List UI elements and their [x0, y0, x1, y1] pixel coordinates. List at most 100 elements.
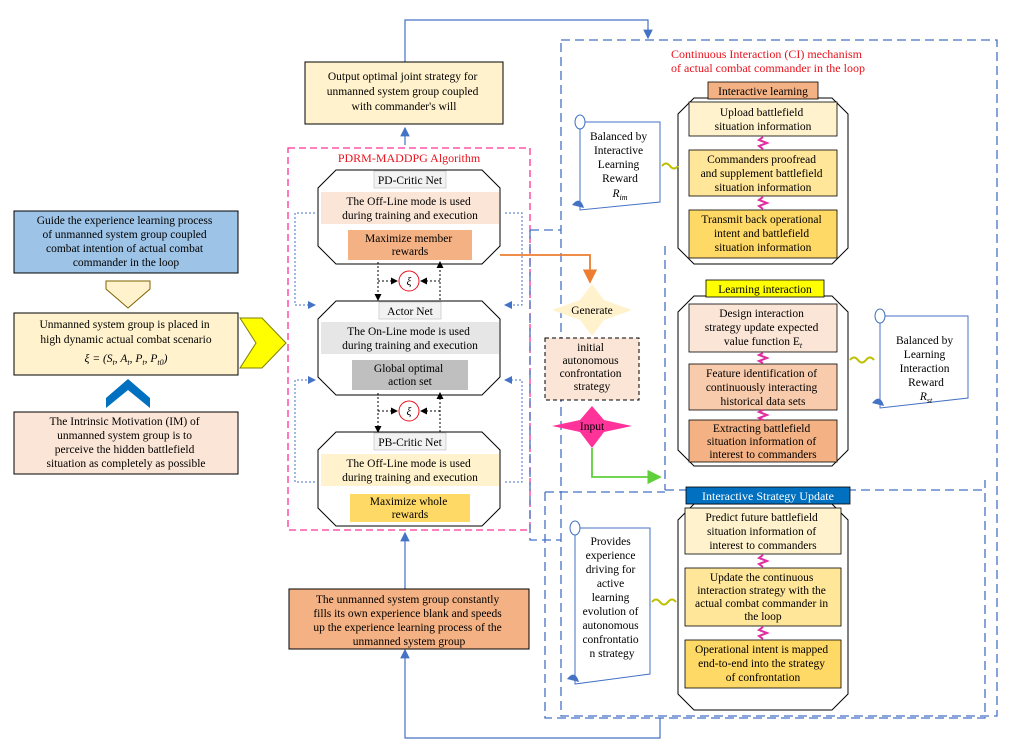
feedback-right-upper: [504, 212, 523, 309]
su-experience-text: Provides experience driving for active l…: [582, 536, 641, 660]
pd-critic-mode-box: [321, 192, 499, 224]
green-arrow: [591, 448, 662, 485]
top-connector-arrow: [404, 19, 653, 62]
il-item-transmit: [688, 209, 838, 259]
input-star: [552, 406, 632, 448]
left-scenario-text: Unmanned system group is placed in high …: [39, 319, 212, 346]
il-item-proofread-text: Commanders proofread and supplement batt…: [701, 154, 826, 194]
learning-interaction-title-box: [705, 279, 825, 298]
left-scenario-box: [13, 312, 239, 376]
interactive-learning-title: Interactive learning: [718, 86, 808, 98]
il-item-transmit-text: Transmit back operational intent and bat…: [701, 214, 824, 254]
li-reward-text: Balanced by Learning Interaction Reward: [896, 335, 956, 389]
chevron-up-icon: [106, 379, 150, 408]
pd-critic-goal-box: [348, 230, 472, 260]
il-squiggle-1: [756, 136, 770, 150]
il-reward-symbol: Rim: [611, 188, 627, 202]
actor-title-box: [378, 301, 442, 320]
pb-critic-goal-text: Maximize whole rewards: [370, 496, 450, 521]
il-item-upload: [688, 101, 838, 137]
actor-mode-box: [321, 322, 499, 354]
su-scroll-curl-top: [569, 520, 581, 536]
feedback-left-lower: [294, 376, 316, 483]
left-guide-box: [13, 210, 239, 274]
il-squiggle-2: [756, 196, 770, 210]
pb-critic-mode-box: [321, 454, 499, 486]
li-reward-symbol: Rst: [919, 391, 933, 405]
actor-mode-text: The On-Line mode is used during training…: [342, 326, 478, 352]
middle-frame: [529, 229, 666, 541]
li-item-design-text: Design interaction strategy update expec…: [705, 308, 822, 350]
su-item-mapped: [684, 639, 842, 689]
li-squiggle-2: [756, 409, 770, 421]
chevron-down-icon: [105, 280, 151, 309]
pb-critic-title-box: [373, 432, 447, 451]
actor-goal-box: [352, 360, 468, 390]
input-label: Input: [580, 421, 605, 433]
output-strategy-text: Output optimal joint strategy for unmann…: [327, 71, 482, 113]
il-item-upload-text: Upload battlefield situation information: [715, 107, 812, 133]
xi-symbol-upper: ξ: [407, 275, 412, 288]
generate-label: Generate: [571, 305, 613, 317]
li-squiggle-1: [756, 352, 770, 364]
strategy-update-title-box: [685, 486, 851, 505]
actor-title: Actor Net: [387, 306, 433, 318]
li-item-design: [688, 303, 838, 353]
chevron-right-icon: [239, 317, 287, 369]
li-scroll-curl-top: [874, 308, 886, 324]
su-item-predict-text: Predict future battlefield situation inf…: [705, 512, 820, 552]
il-reward-scroll: [579, 121, 661, 211]
pb-critic-goal-box: [350, 494, 470, 522]
left-motivation-text: The Intrinsic Motivation (IM) of unmanne…: [46, 416, 205, 470]
pd-critic-title-box: [373, 170, 447, 189]
su-item-update: [684, 567, 842, 627]
ci-mechanism-frame: [560, 39, 998, 717]
su-squiggle-2: [756, 626, 770, 640]
su-wave-link: [651, 598, 677, 606]
su-squiggle-1: [756, 554, 770, 568]
xi-symbol-lower: ξ: [407, 405, 412, 418]
su-scroll-curl-bottom: [567, 674, 579, 682]
left-formula: ξ = (St, At, Pt, Pt0): [85, 352, 168, 367]
algorithm-title: PDRM-MADDPG Algorithm: [338, 151, 481, 165]
li-item-extract-text: Extracting battlefield situation informa…: [707, 423, 819, 461]
algorithm-frame: [287, 147, 531, 531]
su-item-predict: [684, 507, 842, 555]
li-wave-link: [849, 356, 875, 364]
li-scroll-curl-bottom: [872, 398, 884, 406]
xi-node-lower: [398, 400, 420, 422]
su-item-mapped-text: Operational intent is mapped end-to-end …: [695, 644, 831, 684]
interactive-learning-title-box: [707, 81, 819, 100]
feedback-left-upper: [294, 212, 316, 309]
experience-text: The unmanned system group constantly fil…: [313, 594, 504, 648]
pb-critic-mode-text: The Off-Line mode is used during trainin…: [342, 458, 478, 484]
actor-goal-text: Global optimal action set: [374, 363, 446, 388]
left-guide-text: Guide the experience learning process of…: [37, 215, 216, 269]
pd-critic-title: PD-Critic Net: [378, 175, 443, 187]
orange-arrow: [500, 254, 598, 284]
il-scroll-curl-top: [574, 114, 586, 130]
strategy-update-title: Interactive Strategy Update: [702, 489, 834, 503]
bottom-connector-arrow: [400, 648, 661, 739]
feedback-right-lower: [504, 376, 523, 483]
generate-star: [552, 284, 632, 336]
output-strategy-box: [304, 61, 504, 125]
xi-node-upper: [398, 270, 420, 292]
su-experience-scroll: [574, 527, 651, 685]
learning-interaction-title: Learning interaction: [718, 284, 812, 296]
il-item-proofread: [688, 149, 838, 197]
ci-title: Continuous Interaction (CI) mechanism of…: [671, 47, 865, 75]
il-reward-text: Balanced by Interactive Learning Reward: [590, 131, 650, 185]
il-wave-link: [661, 162, 679, 170]
li-reward-scroll: [879, 315, 969, 409]
initial-strategy-box: [544, 337, 640, 401]
su-item-update-text: Update the continuous interaction strate…: [695, 572, 831, 623]
il-scroll-curl-bottom: [572, 200, 584, 208]
pd-critic-mode-text: The Off-Line mode is used during trainin…: [342, 196, 478, 222]
pb-critic-title: PB-Critic Net: [378, 437, 442, 449]
pd-critic-goal-text: Maximize member rewards: [365, 233, 455, 258]
left-motivation-box: [13, 411, 239, 475]
experience-box: [288, 588, 530, 650]
initial-strategy-text: initial autonomous confrontation strateg…: [560, 342, 625, 393]
